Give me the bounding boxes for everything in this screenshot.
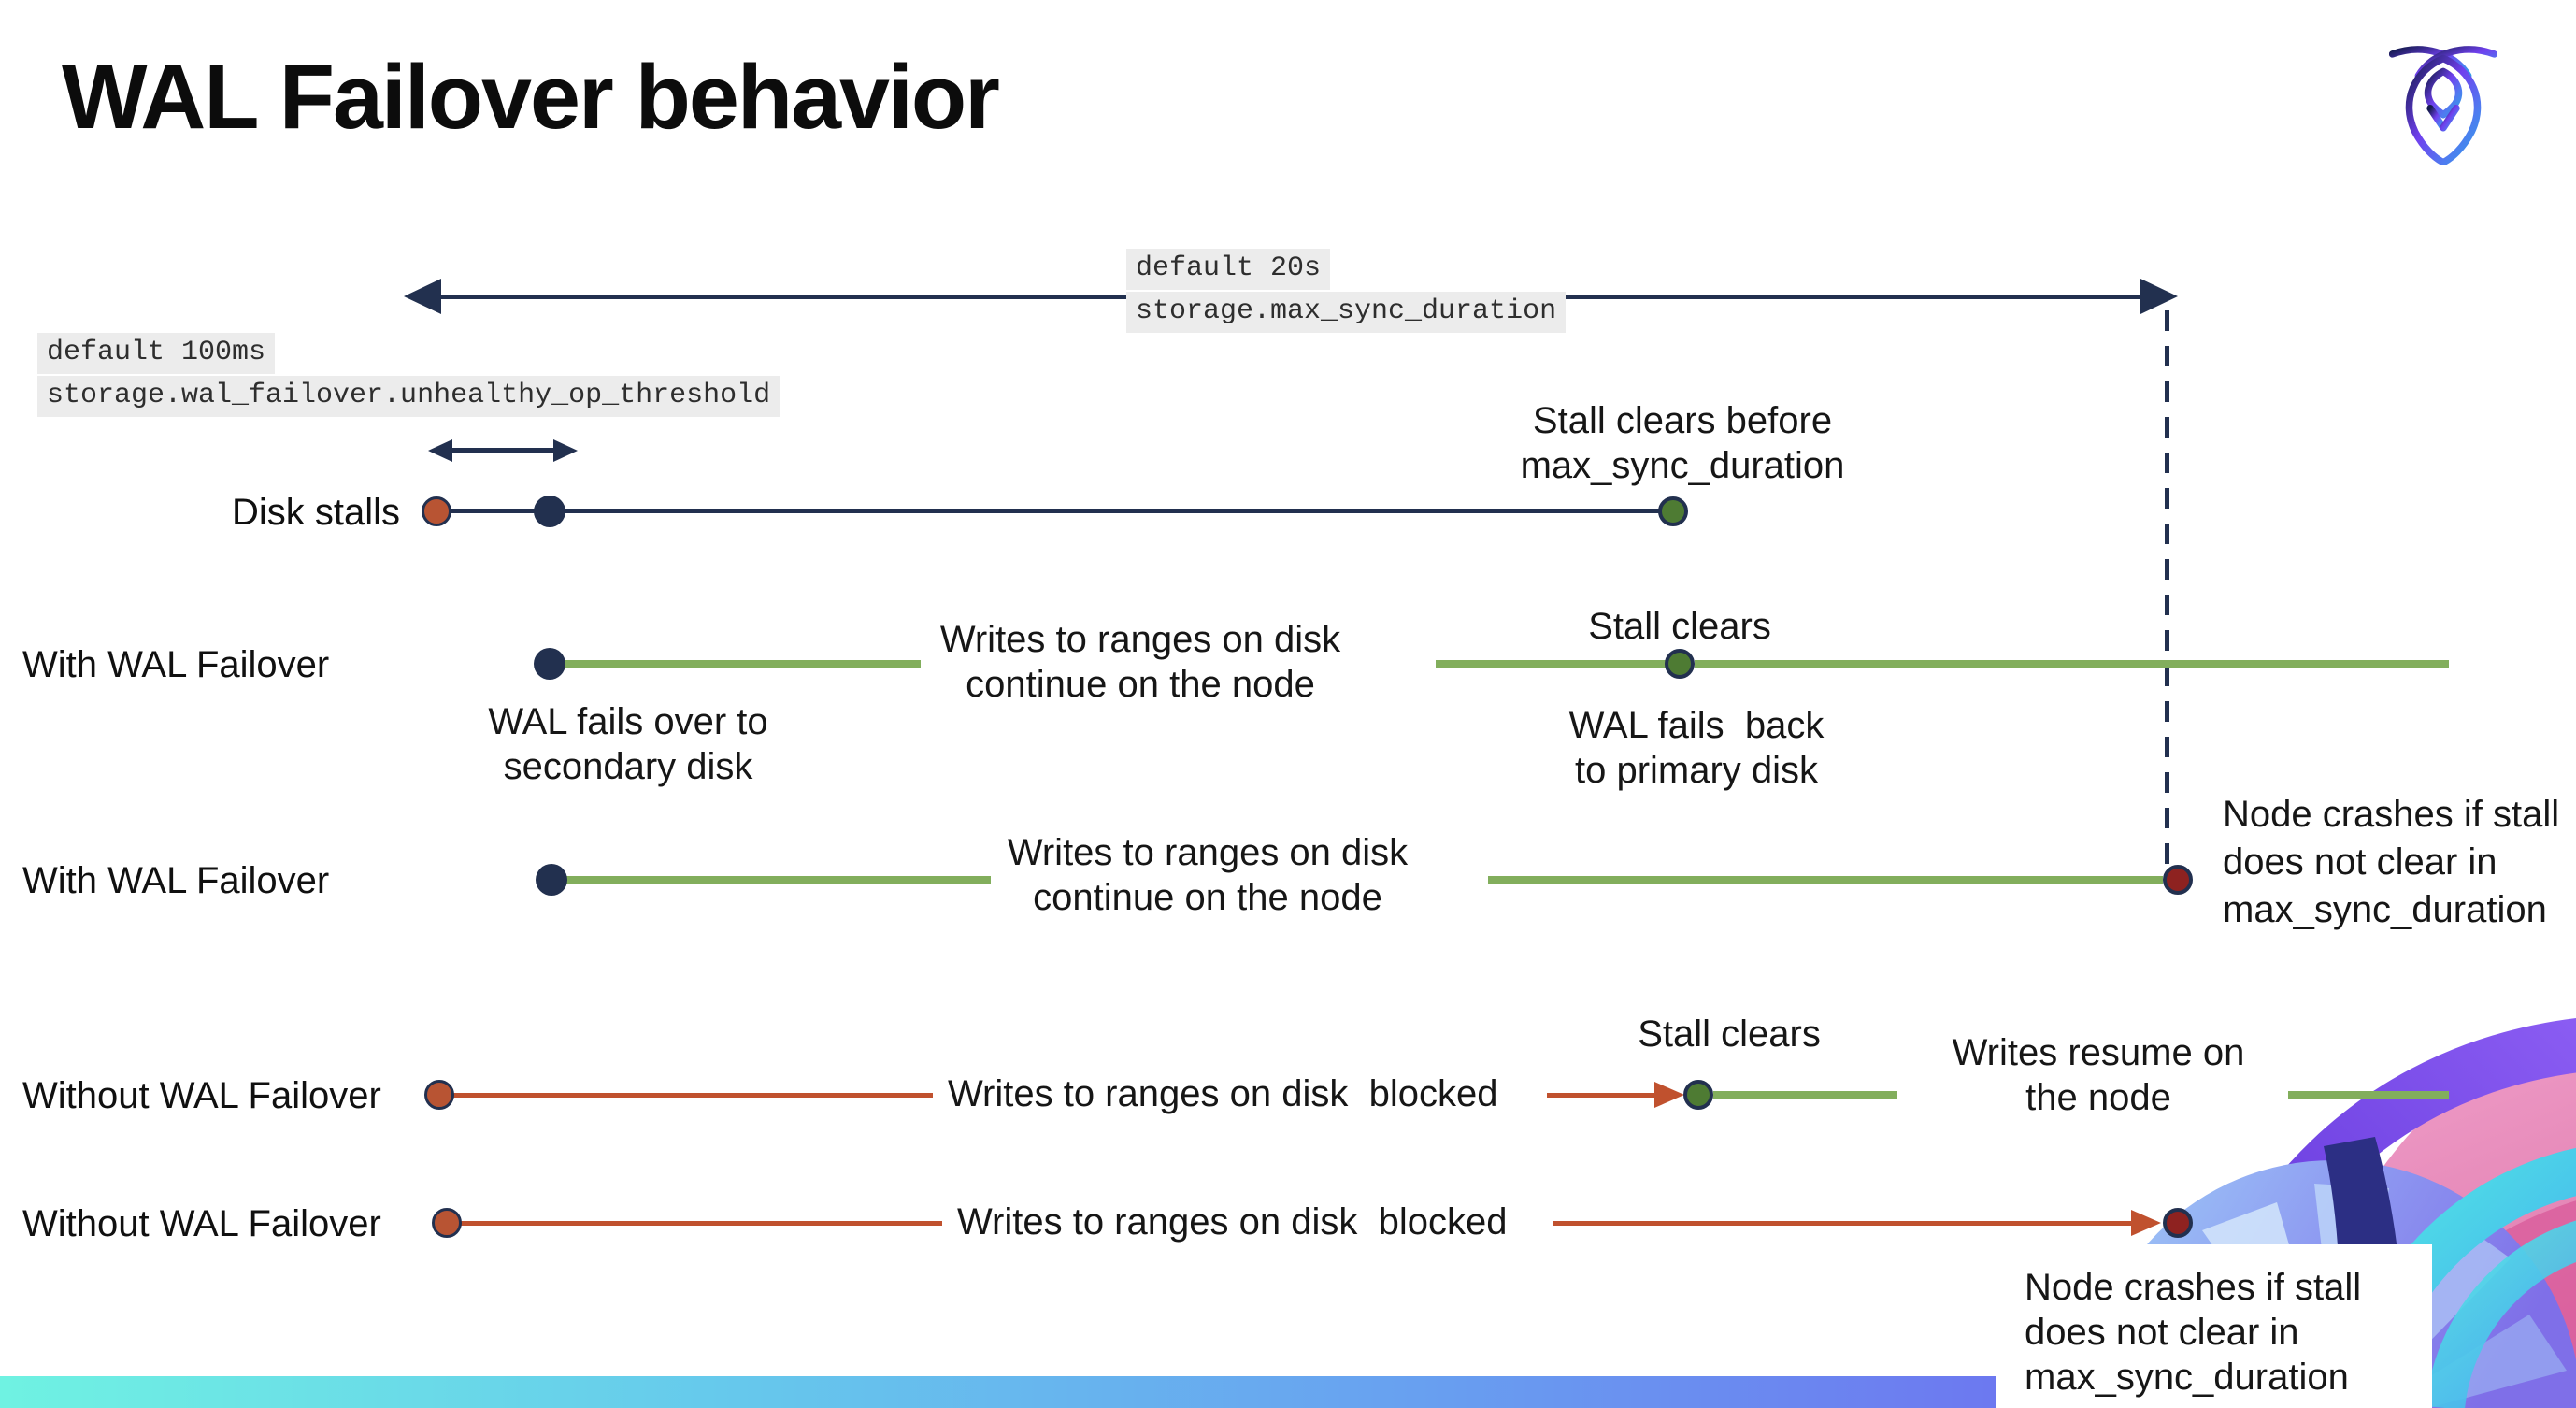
row2-green-segment-1 [563,876,991,884]
row4-writes-blocked-note: Writes to ranges on disk blocked [957,1201,1508,1243]
max-sync-default-value: default 20s [1126,249,1331,290]
unhealthy-op-threshold-label: default 100ms storage.wal_failover.unhea… [37,333,780,419]
without-wal-failover-row1-label: Without WAL Failover [22,1075,381,1116]
without-wal-failover-row2-label: Without WAL Failover [22,1203,381,1244]
threshold-arrow-right-head [553,439,578,462]
threshold-arrow-left-head [428,439,452,462]
with-wal-failover-row1-label: With WAL Failover [22,644,330,685]
row3-red-arrow-head [1654,1082,1684,1108]
wal-fails-back-note: WAL fails back to primary disk [1568,705,1825,791]
row4-node-crash-note: Node crashes if stall does not clear in … [2025,1267,2362,1398]
max-sync-setting-name: storage.max_sync_duration [1126,292,1567,333]
disk-stalls-clear-dot [1658,496,1688,526]
row3-blocked-segment-2 [1547,1093,1659,1098]
row2-node-crash-note: Node crashes if stall does not clear in … [2223,794,2560,930]
row4-blocked-segment-2 [1553,1221,2135,1226]
row1-green-segment-1 [561,660,921,668]
row4-stall-start-dot [432,1208,462,1238]
max-sync-duration-label: default 20s storage.max_sync_duration [1126,249,1567,335]
row1-green-segment-3 [1695,660,2449,668]
row4-node-crash-callout: Node crashes if stall does not clear in … [1996,1244,2432,1408]
cockroach-labs-logo-icon [2389,46,2497,165]
threshold-arrow-line [451,448,555,453]
row3-green-segment-1 [1713,1091,1897,1099]
row3-stall-clears-dot [1683,1080,1713,1110]
row3-stall-clears-note: Stall clears [1638,1013,1821,1055]
unhealthy-op-setting-name: storage.wal_failover.unhealthy_op_thresh… [37,376,780,417]
disk-stalls-row-label: Disk stalls [231,492,400,533]
writes-resume-note: Writes resume on the node [1952,1032,2245,1118]
row3-blocked-segment-1 [452,1093,933,1098]
row2-node-crash-dot [2163,865,2193,895]
row4-red-arrow-head [2131,1210,2161,1236]
disk-stalls-failover-point-dot [534,496,565,527]
row1-writes-continue-note: Writes to ranges on disk continue on the… [939,619,1341,705]
max-sync-arrow-left-head [404,279,441,314]
stall-clears-before-note: Stall clears before max_sync_duration [1520,400,1845,486]
row2-green-segment-2 [1488,876,2163,884]
disk-stall-start-dot [422,496,451,526]
row2-writes-continue-note: Writes to ranges on disk continue on the… [1007,832,1409,918]
row4-blocked-segment-1 [460,1221,942,1226]
unhealthy-op-default-value: default 100ms [37,333,276,374]
page-title: WAL Failover behavior [62,46,1000,148]
row1-stall-clears-note: Stall clears [1588,606,1771,647]
failover-start-dot-row1 [534,648,565,680]
disk-stalls-threshold-segment [436,509,550,513]
failover-start-dot-row2 [536,864,567,896]
row1-stall-clears-dot [1665,649,1695,679]
with-wal-failover-row2-label: With WAL Failover [22,860,330,901]
row3-green-segment-2 [2288,1091,2449,1099]
row1-green-segment-2 [1436,660,1669,668]
wal-fails-over-note: WAL fails over to secondary disk [488,701,768,787]
max-sync-arrow-right-head [2140,279,2178,314]
max-sync-deadline-dashed-line [2165,310,2169,864]
disk-stalls-timeline-line [550,509,1673,513]
row3-writes-blocked-note: Writes to ranges on disk blocked [948,1073,1498,1114]
row4-node-crash-dot [2163,1208,2193,1238]
row3-stall-start-dot [424,1080,454,1110]
